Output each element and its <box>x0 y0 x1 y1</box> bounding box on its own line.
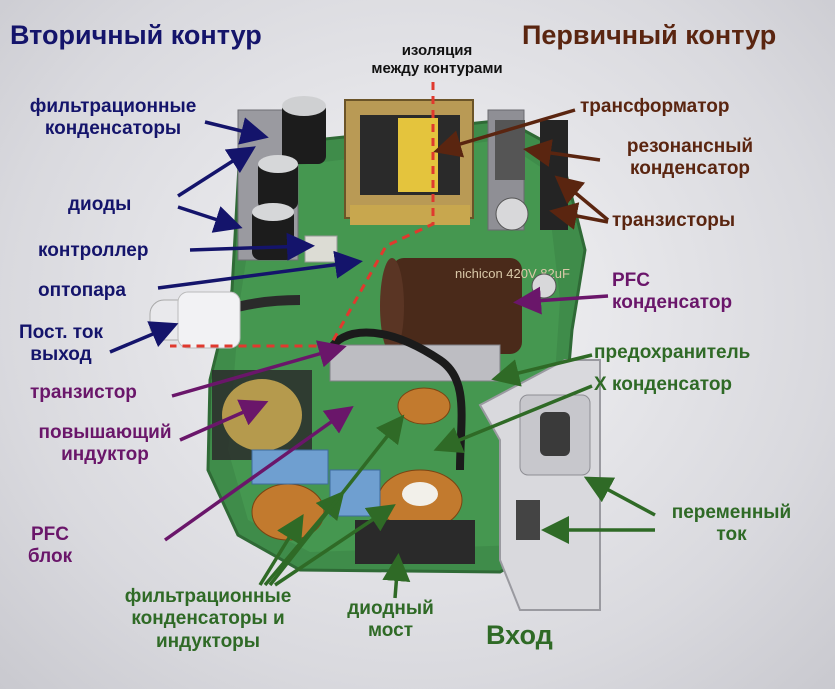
label-resonant-cap: резонансный конденсатор <box>626 136 754 180</box>
arrow-optocoupler <box>157 250 363 290</box>
heading-primary: Первичный контур <box>522 20 777 50</box>
arrow-transistors-1 <box>554 175 610 222</box>
heading-input: Вход <box>486 620 553 650</box>
dc-output-plug <box>149 291 301 349</box>
arrow-diode-bridge <box>382 553 411 599</box>
pfc-capacitor: nichicon 420V 82uF <box>380 258 570 354</box>
arrow-x-cap <box>433 384 593 454</box>
label-boost-inductor: повышающий индуктор <box>38 422 172 466</box>
arrow-fuse <box>491 353 593 387</box>
label-ac: переменный ток <box>671 502 792 546</box>
transistor-heatsink <box>329 344 501 382</box>
arrow-transistors-2 <box>549 202 609 230</box>
arrow-controller <box>189 232 315 261</box>
arrow-filter-3 <box>268 414 405 587</box>
label-diode-bridge: диодный мост <box>347 598 434 642</box>
transformer <box>344 99 474 225</box>
label-transistors: транзисторы <box>612 210 736 231</box>
arrow-filter-4 <box>274 504 396 587</box>
ac-input-connector <box>478 359 601 611</box>
label-fuse: предохранитель <box>594 342 751 363</box>
label-isolation: изоляция между контурами <box>371 42 503 77</box>
label-filter-caps: фильтрационные конденсаторы <box>29 96 197 140</box>
filter-inductors <box>251 387 463 541</box>
label-dc-out: Пост. ток выход <box>19 322 103 366</box>
label-optocoupler: оптопара <box>38 280 126 301</box>
arrow-filter-caps-2 <box>177 146 256 198</box>
arrow-diodes <box>177 205 243 233</box>
arrow-transformer <box>433 108 576 158</box>
arrow-transistor <box>171 340 347 398</box>
arrow-boost <box>179 399 269 442</box>
label-pfc-block: PFC блок <box>27 524 73 568</box>
heading-secondary: Вторичный контур <box>10 20 262 50</box>
label-transistor: транзистор <box>30 382 137 403</box>
arrow-dc-out <box>109 321 179 354</box>
diode-bridge <box>355 520 475 564</box>
arrow-ac <box>583 476 656 517</box>
label-filter-caps-inductors: фильтрационные конденсаторы и индукторы <box>124 586 292 652</box>
label-pfc-cap: PFC конденсатор <box>612 270 733 314</box>
arrow-pfc-block <box>163 405 354 542</box>
label-controller: контроллер <box>38 240 149 261</box>
arrow-filter-caps <box>204 117 269 145</box>
label-diodes: диоды <box>68 194 132 215</box>
label-x-cap: X конденсатор <box>594 374 733 395</box>
arrow-filter-1 <box>258 514 304 586</box>
arrow-resonant <box>523 139 601 167</box>
label-transformer: трансформатор <box>580 96 730 117</box>
arrow-pfc-cap <box>513 286 609 315</box>
